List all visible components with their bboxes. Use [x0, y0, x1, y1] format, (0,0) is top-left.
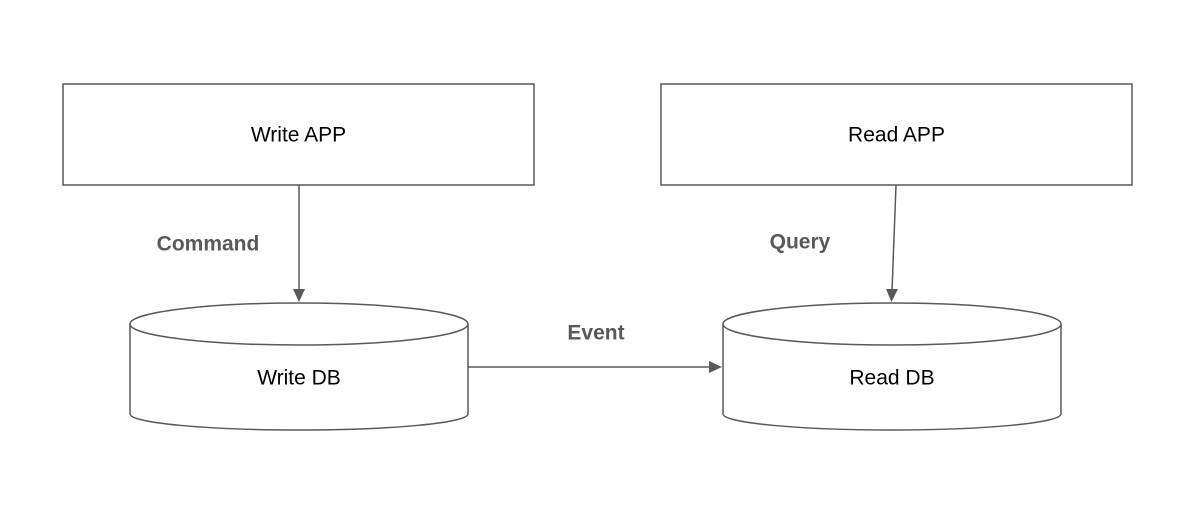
write-app-node[interactable]: Write APP [62, 83, 535, 186]
event-edge: Event [468, 322, 722, 373]
query-arrow-head [886, 289, 898, 302]
read-db-cylinder-top [722, 302, 1062, 346]
read-app-node[interactable]: Read APP [660, 83, 1133, 186]
read-db-node[interactable]: Read DB [722, 302, 1062, 431]
query-arrow-line [891, 184, 897, 292]
event-label: Event [567, 322, 624, 345]
query-edge: Query [770, 184, 898, 302]
command-label: Command [157, 233, 260, 256]
write-db-cylinder-body [129, 324, 469, 431]
write-app-label: Write APP [251, 124, 346, 147]
write-app-box [62, 83, 535, 186]
event-arrow-head [709, 361, 722, 373]
read-db-label: Read DB [849, 367, 934, 390]
write-db-cylinder-top [129, 302, 469, 346]
read-app-box [660, 83, 1133, 186]
query-label: Query [770, 231, 831, 254]
command-arrow-head [293, 289, 305, 302]
read-db-cylinder-body [722, 324, 1062, 431]
command-edge: Command [157, 185, 305, 302]
write-db-label: Write DB [257, 367, 341, 390]
read-app-label: Read APP [848, 124, 945, 147]
write-db-node[interactable]: Write DB [129, 302, 469, 431]
